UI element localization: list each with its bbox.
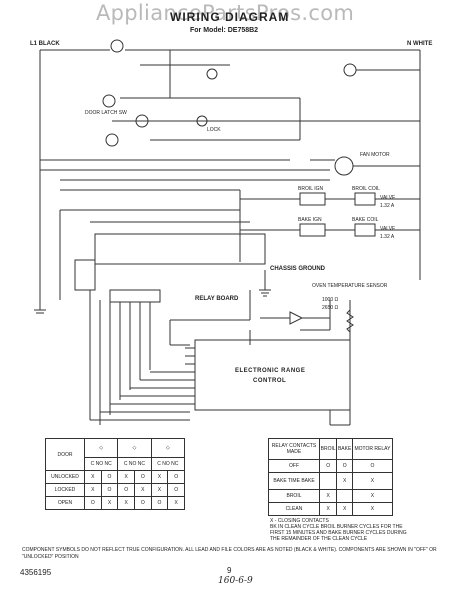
table-cell: C NO NC xyxy=(117,457,152,471)
table-cell: MOTOR RELAY xyxy=(351,438,394,460)
broil-coil-label: BROIL COIL xyxy=(352,186,380,192)
table-cell: O xyxy=(100,470,119,484)
table-cell xyxy=(336,489,353,503)
door-latch-label: DOOR LATCH SW xyxy=(85,110,127,116)
table-cell: OPEN xyxy=(45,496,85,510)
valve-top-label: VALVE xyxy=(380,195,396,201)
ohms-top-label: 1.32 A xyxy=(380,203,395,209)
table-row: LOCKED X O O X X O xyxy=(45,483,185,497)
table-cell: C NO NC xyxy=(83,457,119,471)
table-cell: X xyxy=(336,472,353,490)
table-cell: O xyxy=(100,483,119,497)
table-cell: X xyxy=(336,502,353,516)
watermark: AppliancePartsPros.com xyxy=(96,1,355,25)
table-cell: X xyxy=(84,470,102,484)
table-cell: BROIL xyxy=(318,438,338,460)
table-row: OPEN O X X O O X xyxy=(45,496,185,510)
table-cell: X xyxy=(351,502,394,516)
table-cell: X xyxy=(133,483,152,497)
table-cell: O xyxy=(133,470,152,484)
diagram-title: WIRING DIAGRAM xyxy=(170,10,290,24)
table-cell: BAKE TIME BAKE xyxy=(268,472,320,490)
lock-label: LOCK xyxy=(207,127,221,133)
handwritten-note: 160-6-9 xyxy=(218,576,253,586)
table-cell: X xyxy=(351,472,394,490)
neutral-line-label: N WHITE xyxy=(407,41,433,47)
table-row: DOOR ◇ ◇ ◇ xyxy=(45,438,186,471)
relay-board-label: RELAY BOARD xyxy=(195,296,239,302)
relay-note-1: X - CLOSING CONTACTS xyxy=(270,518,329,524)
l1-line-label: L1 BLACK xyxy=(30,41,60,47)
table-cell: OFF xyxy=(268,459,320,473)
table-cell: O xyxy=(318,459,338,473)
relay-contacts-table: RELAY CONTACTS MADE BROIL BAKE MOTOR REL… xyxy=(268,438,394,516)
table-cell: O xyxy=(84,496,102,510)
table-cell: X xyxy=(100,496,119,510)
control-label-2: CONTROL xyxy=(253,378,287,384)
table-cell: X xyxy=(117,470,135,484)
relay-note-4: THE REMAINDER OF THE CLEAN CYCLE xyxy=(270,536,368,542)
table-cell: X xyxy=(84,483,102,497)
table-cell: X xyxy=(318,489,338,503)
oven-sensor-label: OVEN TEMPERATURE SENSOR xyxy=(312,283,388,289)
table-cell: BAKE xyxy=(336,438,353,460)
table-row: OFF O O O xyxy=(268,459,394,473)
table-cell: O xyxy=(351,459,394,473)
table-cell: O xyxy=(167,470,185,484)
sensor-ohms2-label: 2650 Ω xyxy=(322,305,339,311)
bake-coil-label: BAKE COIL xyxy=(352,217,379,223)
table-cell: ◇ xyxy=(83,438,119,458)
sensor-ohms-label: 1000 Ω xyxy=(322,297,339,303)
bake-ign-label: BAKE IGN xyxy=(298,217,322,223)
table-cell: ◇ xyxy=(150,438,186,458)
table-cell: X xyxy=(150,470,169,484)
part-number: 4356195 xyxy=(20,568,52,577)
table-row: CLEAN X X X xyxy=(268,502,394,516)
table-cell: BROIL xyxy=(268,489,320,503)
relay-note-2: BK IN CLEAN CYCLE BROIL BURNER CYCLES FO… xyxy=(270,524,403,530)
footer-note: COMPONENT SYMBOLS DO NOT REFLECT TRUE CO… xyxy=(22,547,437,560)
table-cell: RELAY CONTACTS MADE xyxy=(268,438,320,460)
table-cell: O xyxy=(150,496,169,510)
control-label-1: ELECTRONIC RANGE xyxy=(235,368,306,374)
broil-ign-label: BROIL IGN xyxy=(298,186,324,192)
table-cell: O xyxy=(117,483,135,497)
table-row: C NO NC C NO NC C NO NC xyxy=(46,457,186,471)
table-cell: X xyxy=(117,496,135,510)
relay-note-3: FIRST 15 MINUTES AND BAKE BURNER CYCLES … xyxy=(270,530,407,536)
door-switch-table: DOOR ◇ ◇ ◇ C NO NC C NO NC C NO NC UNLOC… xyxy=(45,438,186,510)
table-row: BROIL X X xyxy=(268,489,394,503)
fan-motor-label: FAN MOTOR xyxy=(360,152,390,158)
table-cell: X xyxy=(167,496,185,510)
table-row: UNLOCKED X O X O X O xyxy=(45,470,185,484)
table-cell: X xyxy=(351,489,394,503)
table-cell: DOOR xyxy=(45,438,85,471)
table-row: BAKE TIME BAKE X X xyxy=(268,472,394,490)
table-cell xyxy=(318,472,338,490)
model-line: For Model: DE758B2 xyxy=(190,27,259,34)
ohms-bottom-label: 1.32 A xyxy=(380,234,395,240)
page-number: 9 xyxy=(227,566,232,575)
table-cell: LOCKED xyxy=(45,483,85,497)
table-cell: X xyxy=(150,483,169,497)
chassis-ground-label: CHASSIS GROUND xyxy=(270,266,326,272)
table-cell: X xyxy=(318,502,338,516)
table-cell: O xyxy=(133,496,152,510)
table-row: RELAY CONTACTS MADE BROIL BAKE MOTOR REL… xyxy=(268,438,394,460)
table-cell: O xyxy=(167,483,185,497)
table-cell: C NO NC xyxy=(150,457,186,471)
table-cell: ◇ xyxy=(117,438,152,458)
table-cell: CLEAN xyxy=(268,502,320,516)
table-cell: UNLOCKED xyxy=(45,470,85,484)
table-cell: O xyxy=(336,459,353,473)
valve-bottom-label: VALVE xyxy=(380,226,396,232)
